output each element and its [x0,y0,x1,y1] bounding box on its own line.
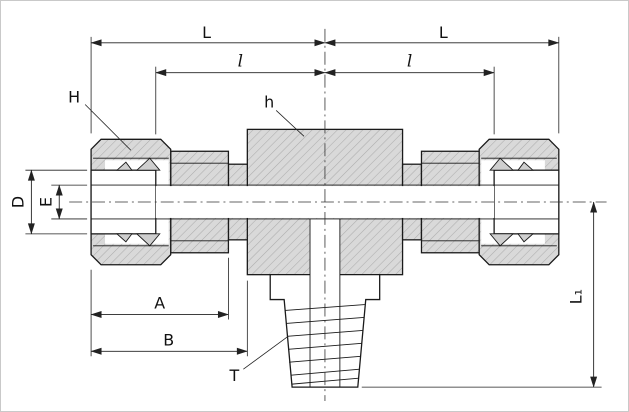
ferrules-left [115,157,161,247]
tube-right [493,169,560,235]
hex-flat-lines [93,157,557,247]
thread-lines [285,304,365,385]
dimension-labels: L L l l H h D E A B T L₁ [8,23,585,385]
leader-lines [84,104,305,370]
label-A: A [154,294,165,313]
label-B: B [163,330,174,349]
label-D: D [8,196,27,208]
leader-T [243,336,289,370]
ferrules-right [489,157,535,247]
label-l-right: l [407,51,412,71]
label-L-right: L [439,23,448,42]
leader-h [275,110,305,137]
label-h: h [264,92,274,111]
label-L-left: L [202,23,211,42]
extension-lines [25,36,602,388]
label-L1: L₁ [567,289,586,304]
label-H: H [68,88,80,107]
centerlines [69,28,607,402]
label-T: T [229,366,240,385]
label-E: E [36,197,55,207]
label-l-left: l [238,51,243,71]
leader-H [84,104,132,151]
dimension-lines [27,39,598,388]
